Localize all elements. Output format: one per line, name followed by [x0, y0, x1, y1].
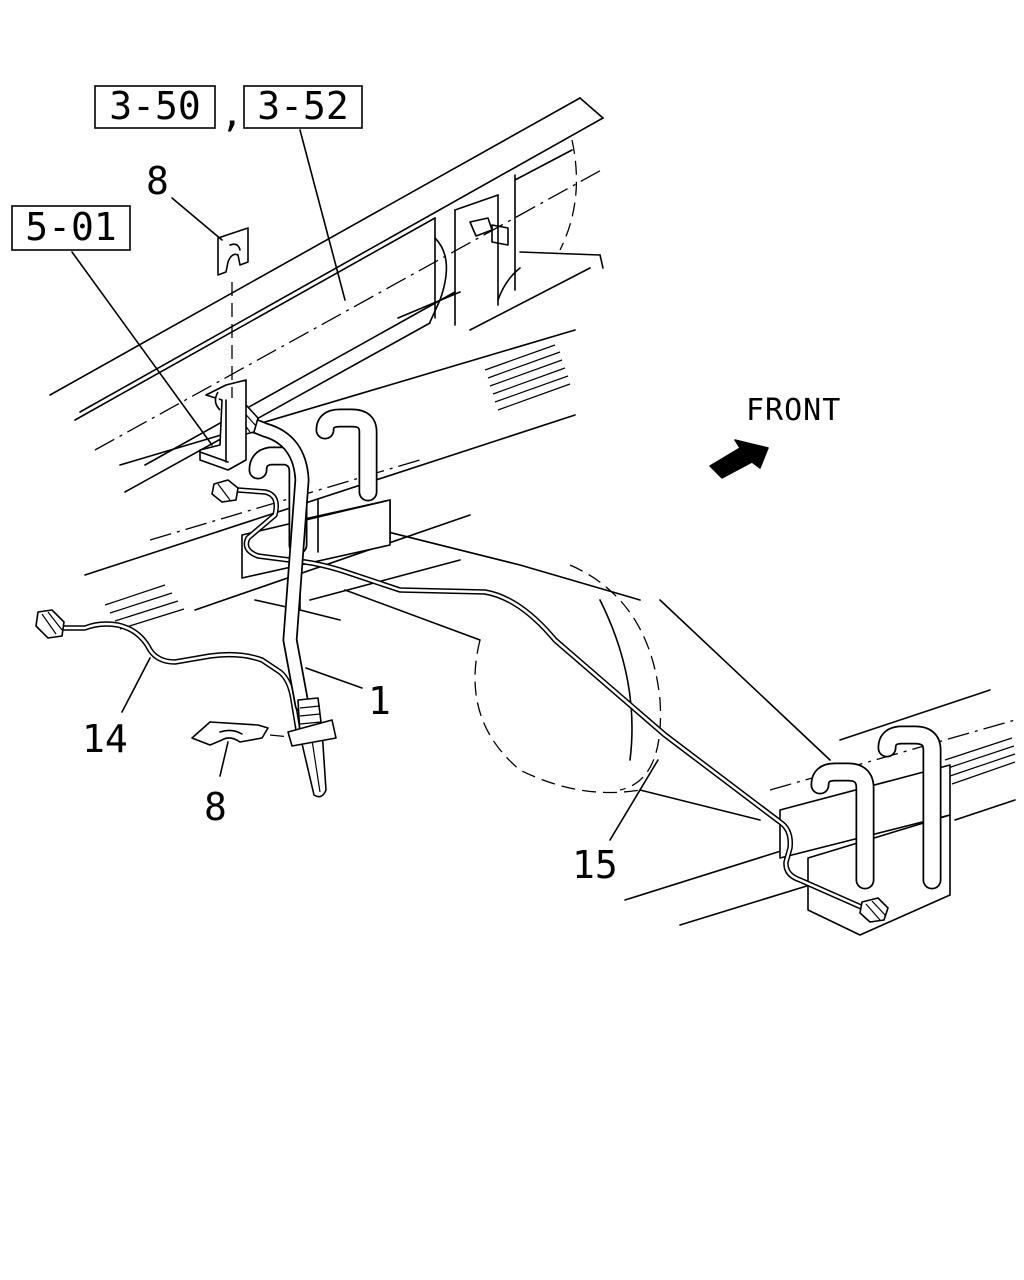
cross-member — [397, 139, 578, 326]
u-bolt-left — [241, 408, 391, 579]
reference-2-text: 3-52 — [257, 84, 349, 128]
reference-separator: , — [221, 91, 244, 135]
callout-pipe-left: 14 — [82, 717, 128, 761]
flex-hose-1 — [237, 414, 310, 713]
pipe-15-fitting — [859, 897, 889, 923]
reference-box-1[interactable]: 3-50 — [94, 84, 216, 129]
clip-upper — [217, 227, 249, 276]
front-indicator: FRONT — [709, 393, 841, 479]
clip-lower — [191, 721, 269, 746]
brake-pipe-15 — [235, 487, 871, 913]
reference-1-text: 3-50 — [109, 84, 201, 128]
callout-pipe-right: 15 — [572, 843, 618, 887]
pipe-15-left-fitting — [211, 479, 239, 503]
reference-box-2[interactable]: 3-52 — [243, 84, 363, 129]
pipe-14-fitting — [35, 609, 65, 639]
upper-bracket — [199, 379, 247, 471]
leader-lines — [71, 129, 659, 841]
reference-3-text: 5-01 — [25, 205, 117, 249]
callout-clip-upper: 8 — [146, 159, 169, 203]
callout-hose: 1 — [368, 679, 391, 723]
reference-box-3[interactable]: 5-01 — [11, 205, 131, 251]
front-arrow-icon — [709, 439, 769, 479]
hose-lower-fitting — [297, 697, 327, 798]
frame-side-rail — [49, 97, 606, 493]
brake-pipe-14 — [59, 621, 301, 733]
front-label: FRONT — [746, 393, 841, 428]
leaf-spring-left — [84, 329, 576, 630]
callout-clip-lower: 8 — [204, 785, 227, 829]
lower-bracket — [287, 719, 337, 747]
u-bolt-right — [779, 725, 951, 936]
